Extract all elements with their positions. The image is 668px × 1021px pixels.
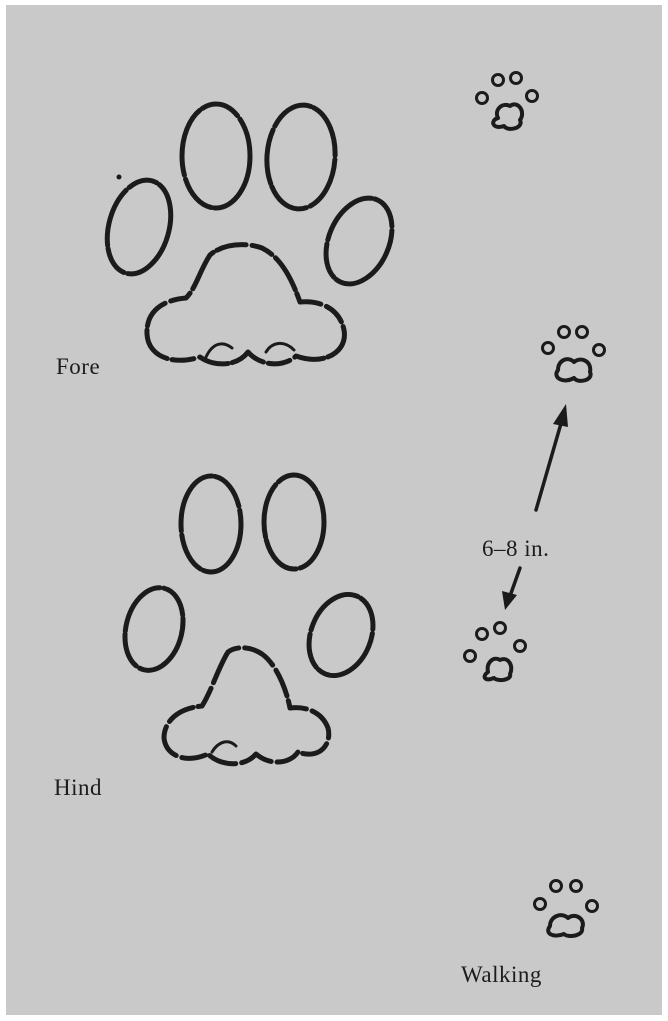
fore-heel-lobe-line-2 (266, 343, 294, 352)
hind-toe-1 (117, 581, 192, 676)
track-print-1 (477, 73, 538, 129)
track-print-4 (535, 881, 598, 937)
hind-label: Hind (54, 775, 102, 801)
fore-heel-pad (147, 245, 344, 364)
fore-toe-4 (313, 188, 404, 295)
hind-heel-lobe-line (212, 742, 236, 752)
distance-label: 6–8 in. (482, 536, 549, 562)
fore-toe-1 (97, 173, 181, 282)
fore-heel-lobe-line-1 (206, 344, 232, 357)
hind-toe-3 (264, 475, 324, 569)
hind-paw-print (117, 475, 385, 764)
hind-toe-2 (181, 476, 241, 572)
fore-paw-print (97, 103, 405, 364)
fore-claw-dot (117, 175, 122, 180)
walking-label: Walking (461, 962, 542, 988)
track-print-3 (465, 623, 526, 681)
fore-toe-2 (182, 104, 250, 208)
track-print-2 (543, 327, 605, 381)
hind-toe-4 (297, 585, 384, 685)
distance-arrow-down (502, 568, 520, 610)
fore-label: Fore (56, 354, 100, 380)
distance-arrow-up (536, 404, 568, 510)
fore-toe-3 (263, 103, 338, 211)
hind-heel-pad (164, 648, 329, 764)
